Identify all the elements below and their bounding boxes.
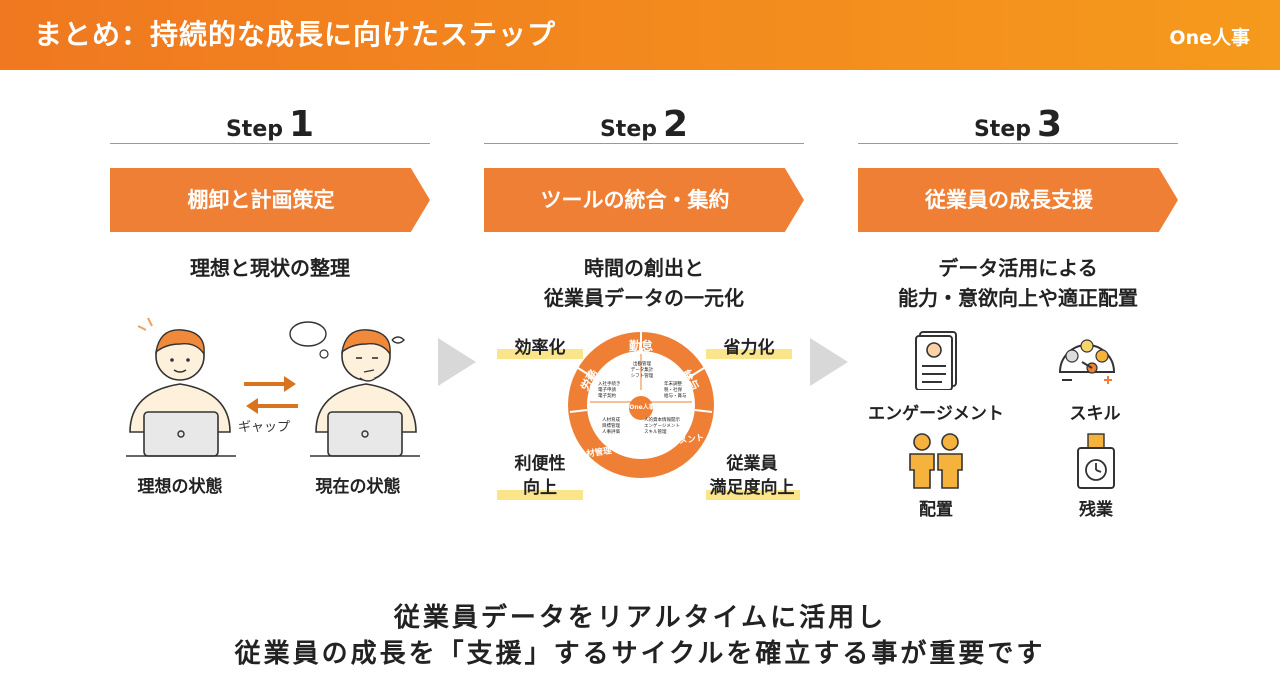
step-2-subtitle: 時間の創出と 従業員データの一元化 <box>484 253 804 313</box>
step-3-number: 3 <box>1036 104 1063 145</box>
wheel-bottom-right-item: スキル管理 <box>644 430 667 435</box>
step-3-subtitle: データ活用による 能力・意欲向上や適正配置 <box>858 253 1178 313</box>
wheel-left-item: 入社手続き <box>598 382 621 387</box>
header-bar <box>0 0 1280 70</box>
skill-label: スキル <box>1069 404 1121 424</box>
step-1-subtitle-line: 理想と現状の整理 <box>190 256 350 280</box>
wheel-right-item: 給与・賞与 <box>664 394 687 399</box>
brand-logo: One人事 <box>1169 27 1250 49</box>
step-1-to-2-chevron <box>438 338 476 386</box>
step-2-subtitle-line-1: 時間の創出と <box>584 256 704 280</box>
step-1-subtitle: 理想と現状の整理 <box>110 253 430 283</box>
wheel-right-item: 年末調整 <box>664 382 682 387</box>
wheel-bottom-left-item: 人事評価 <box>602 430 620 435</box>
step-2-divider <box>484 143 804 144</box>
engagement-label: エンゲージメント <box>868 404 1004 424</box>
convenience-label: 利便性 向上 <box>497 452 583 500</box>
wheel-top-label: 勤怠 <box>628 339 653 353</box>
step-1-word: Step <box>225 117 283 142</box>
step-2-word: Step <box>599 117 657 142</box>
gap-arrows-icon <box>244 376 298 414</box>
step-2-subtitle-line-2: 従業員データの一元化 <box>544 286 744 310</box>
wheel-bottom-right-item: 人的資本情報開示 <box>644 418 680 423</box>
step-2-number: 2 <box>662 104 689 145</box>
wheel-left-item: 電子契約 <box>598 394 616 399</box>
summary-message: 従業員データをリアルタイムに活用し 従業員の成長を「支援」するサイクルを確立する… <box>0 600 1280 672</box>
ideal-person-icon <box>126 317 236 457</box>
wheel-bottom-right-item: エンゲージメント <box>644 424 680 429</box>
step-3-divider <box>858 143 1178 144</box>
step-3-subtitle-line-2: 能力・意欲向上や適正配置 <box>898 286 1138 310</box>
convenience-label-line-1: 利便性 <box>514 454 566 474</box>
step-2-banner: ツールの統合・集約 <box>484 168 804 232</box>
overtime-label: 残業 <box>1079 500 1113 520</box>
step-1-divider <box>110 143 430 144</box>
satisfaction-label: 従業員 満足度向上 <box>702 452 802 500</box>
page-title: まとめ：持続的な成長に向けたステップ <box>34 18 557 51</box>
satisfaction-label-line-1: 従業員 <box>726 454 778 474</box>
document-icon <box>915 331 957 390</box>
wheel-top-item: シフト管理 <box>630 374 654 379</box>
satisfaction-label-line-2: 満足度向上 <box>709 478 795 498</box>
efficiency-label: 効率化 <box>514 338 566 358</box>
highlight-laborsaving <box>706 349 792 359</box>
step-3-banner: 従業員の成長支援 <box>858 168 1178 232</box>
current-state-label: 現在の状態 <box>315 477 401 497</box>
step-1-number: 1 <box>288 104 315 145</box>
one-jinji-center-icon <box>629 396 653 420</box>
wheel-right-item: 税・社保 <box>664 388 682 393</box>
wheel-top-item: 出勤管理 <box>633 362 651 367</box>
timecard-icon <box>1077 433 1115 489</box>
wheel-bottom-left-item: 目標管理 <box>602 424 620 429</box>
gap-label: ギャップ <box>238 420 291 435</box>
wheel-bottom-left-items: 人材育成 目標管理 人事評価 <box>602 418 628 436</box>
ideal-state-label: 理想の状態 <box>137 477 223 497</box>
step-3-word: Step <box>973 117 1031 142</box>
current-person-icon <box>289 321 420 457</box>
hr-system-wheel <box>568 332 714 478</box>
wheel-left-items: 入社手続き 電子申請 電子契約 <box>598 382 628 400</box>
wheel-bottom-right-items: 人的資本情報開示 エンゲージメント スキル管理 <box>644 418 684 436</box>
laborsaving-label: 省力化 <box>723 338 775 358</box>
wheel-right-items: 年末調整 税・社保 給与・賞与 <box>664 382 694 400</box>
step-2-to-3-chevron <box>810 338 848 386</box>
wheel-left-item: 電子申請 <box>598 388 616 393</box>
step-1-banner: 棚卸と計画策定 <box>110 168 430 232</box>
wheel-bottom-left-item: 人材育成 <box>602 418 620 423</box>
wheel-top-items: 出勤管理 データ集計 シフト管理 <box>626 362 658 380</box>
convenience-label-line-2: 向上 <box>523 478 557 498</box>
highlight-efficiency <box>497 349 583 359</box>
highlight-convenience <box>497 490 583 500</box>
summary-line-1: 従業員データをリアルタイムに活用し <box>393 603 887 633</box>
step-3-subtitle-line-1: データ活用による <box>938 256 1098 280</box>
highlight-satisfaction <box>706 490 800 500</box>
wheel-center-label: One人事 <box>629 404 655 411</box>
summary-line-2: 従業員の成長を「支援」するサイクルを確立する事が重要です <box>234 639 1046 669</box>
people-icon <box>909 433 963 489</box>
ideal-vs-current-illustration <box>126 317 420 457</box>
wheel-top-item: データ集計 <box>630 368 654 373</box>
placement-label: 配置 <box>919 500 953 520</box>
skill-gauge-icon <box>1058 339 1116 384</box>
